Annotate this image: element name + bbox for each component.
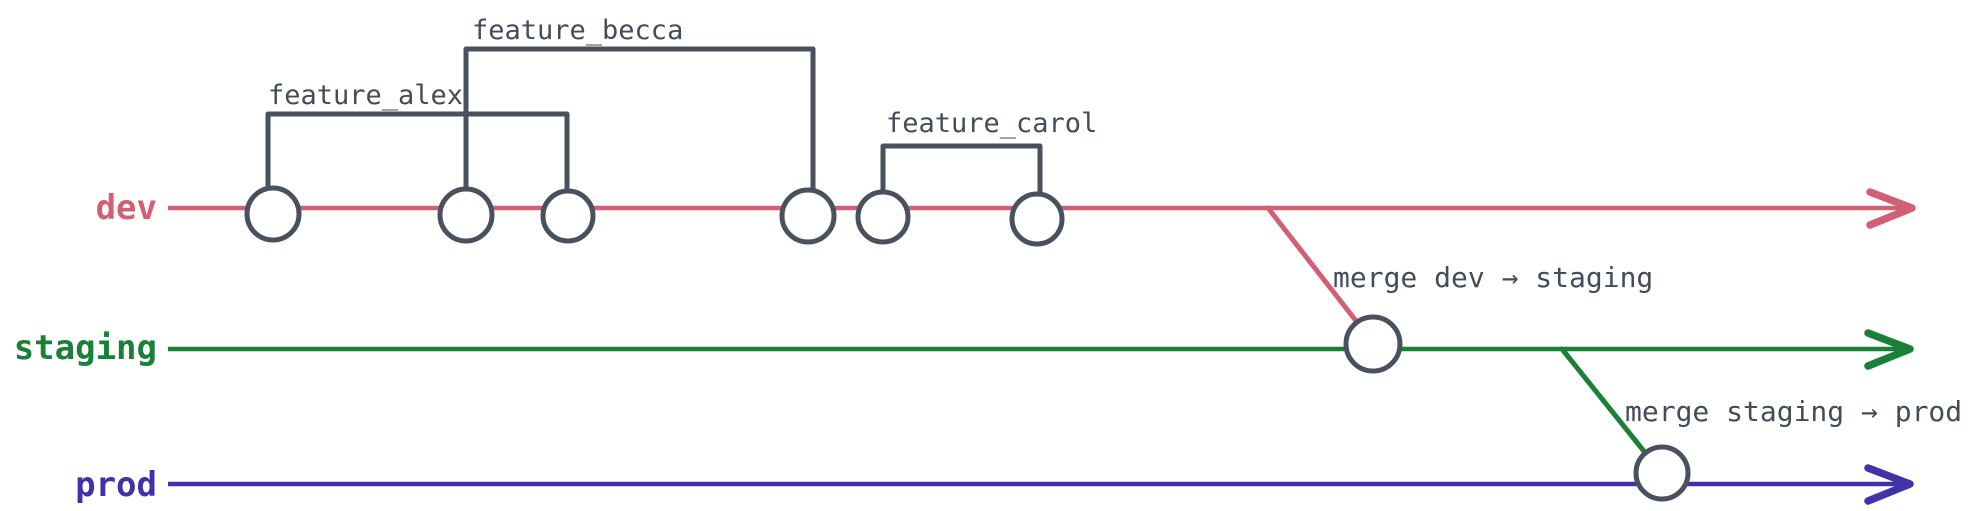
commit-node	[1009, 191, 1065, 247]
prod-arrow-right-icon	[1864, 464, 1914, 505]
merge-label-dev-staging: merge dev → staging	[1333, 261, 1653, 294]
feature-becca-bracket	[463, 46, 816, 195]
merge-commit-node-staging	[1343, 314, 1403, 374]
merge-label-staging-prod: merge staging → prod	[1625, 395, 1962, 428]
feature-carol-bracket	[880, 143, 1043, 196]
commit-node	[540, 188, 596, 244]
branch-label-staging: staging	[14, 328, 157, 368]
branch-label-prod: prod	[75, 465, 157, 505]
feature-label-becca: feature_becca	[472, 15, 683, 46]
dev-arrow-right-icon	[1866, 188, 1916, 229]
merge-edge-dev-to-staging	[1265, 205, 1363, 329]
feature-label-carol: feature_carol	[886, 108, 1097, 139]
commit-node	[779, 187, 837, 245]
feature-label-alex: feature_alex	[268, 80, 463, 111]
branch-label-dev: dev	[96, 188, 157, 228]
feature-alex-bracket	[265, 111, 570, 195]
commit-node	[855, 189, 911, 245]
staging-arrow-right-icon	[1864, 329, 1914, 370]
merge-edge-staging-to-prod	[1559, 346, 1650, 458]
commit-node	[244, 185, 302, 243]
commit-node	[437, 186, 495, 244]
merge-commit-node-prod	[1633, 444, 1691, 502]
